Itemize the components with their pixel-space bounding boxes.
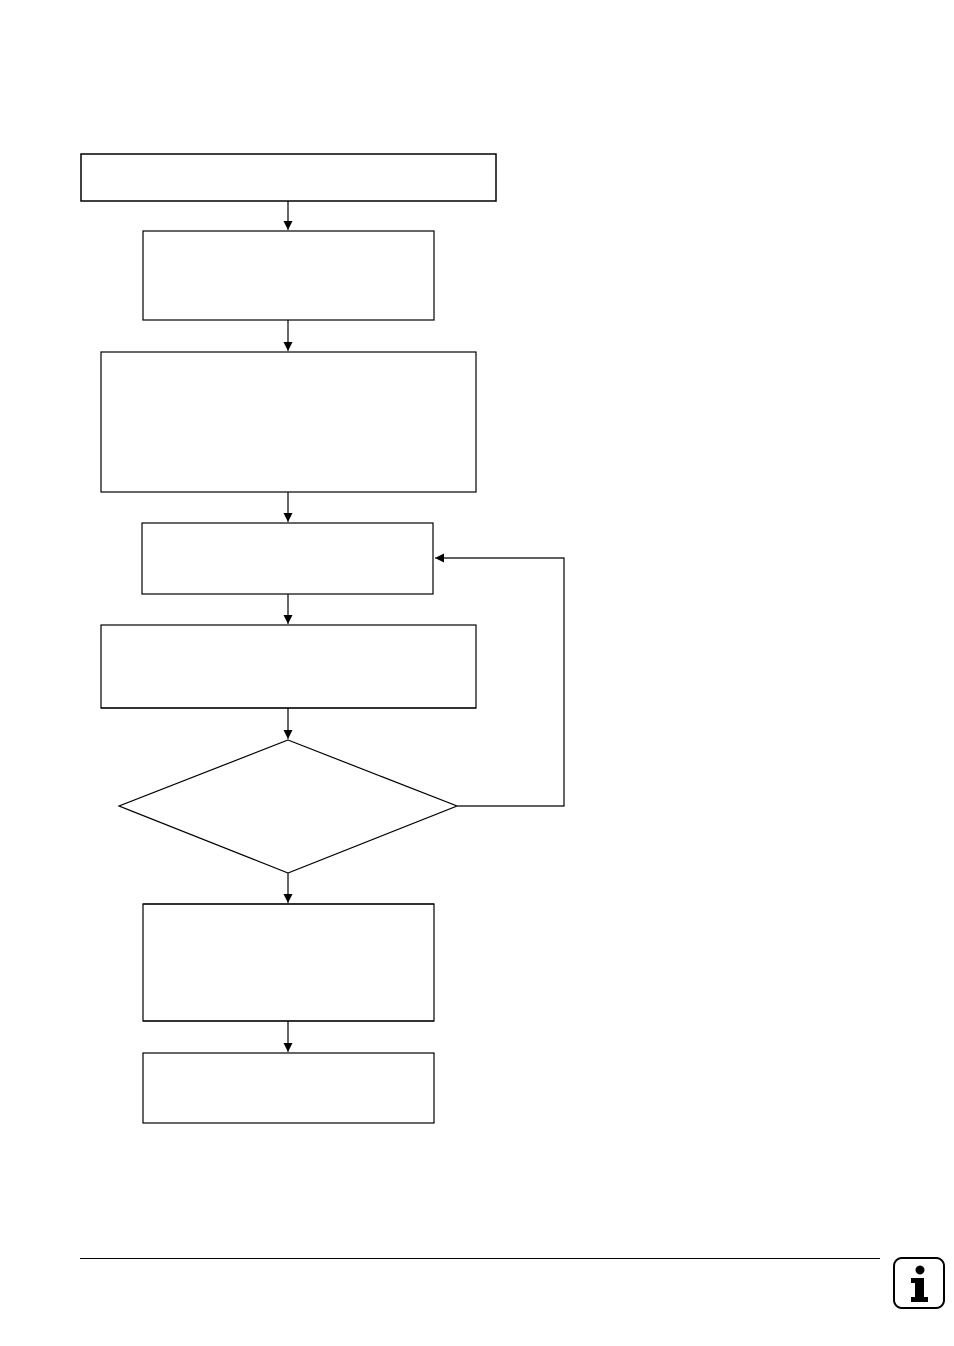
flow-step-4-box (141, 522, 434, 595)
flow-decision-diamond (117, 739, 459, 874)
flow-step-1-box (80, 153, 497, 202)
flow-step-6-box (142, 903, 435, 1022)
flow-arrow-decision-loop-back (435, 553, 565, 807)
flow-step-2-box (142, 230, 435, 321)
footer-rule (80, 1258, 880, 1259)
info-icon (893, 1257, 945, 1309)
flow-step-3-box (100, 351, 477, 493)
flow-step-5-box (100, 624, 477, 709)
flow-step-7-box (142, 1052, 435, 1124)
